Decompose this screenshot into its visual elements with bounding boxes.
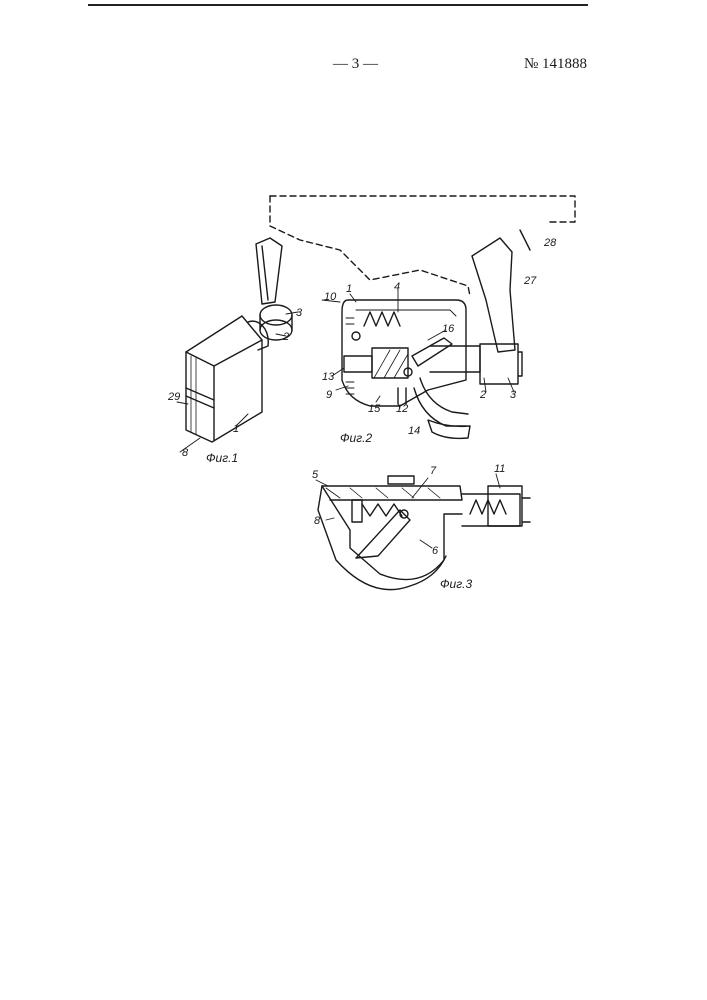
fig2-label-2: 2 <box>479 389 486 401</box>
fig3-label-6: 6 <box>432 545 439 557</box>
fig1-caption: Фиг.1 <box>206 451 238 465</box>
fig2-label-13: 13 <box>322 371 335 383</box>
fig2-label-14: 14 <box>408 425 420 437</box>
fig1-label-29: 29 <box>167 391 180 403</box>
fig3-label-5: 5 <box>312 469 319 481</box>
fig2-label-27: 27 <box>523 275 537 287</box>
figure-3-labels: 5 7 11 8 6 Фиг.3 <box>312 463 505 591</box>
fig2-label-4: 4 <box>394 281 400 293</box>
fig1-label-2: 2 <box>282 331 289 343</box>
fig2-label-9: 9 <box>326 389 332 401</box>
fig2-label-3: 3 <box>510 389 517 401</box>
figure-3-drawing <box>316 474 530 590</box>
fig2-label-15: 15 <box>368 403 381 415</box>
fig3-label-7: 7 <box>430 465 437 477</box>
figure-1-drawing <box>177 238 298 452</box>
fig2-label-28: 28 <box>543 237 557 249</box>
figure-1-labels: 3 2 29 8 1 Фиг.1 <box>167 307 303 465</box>
fig2-label-16: 16 <box>442 323 455 335</box>
fig1-label-1: 1 <box>233 423 239 435</box>
fig2-label-10: 10 <box>324 291 337 303</box>
fig1-label-8: 8 <box>182 447 189 459</box>
fig2-label-12: 12 <box>396 403 408 415</box>
fig2-caption: Фиг.2 <box>340 431 372 445</box>
fig2-label-1: 1 <box>346 283 352 295</box>
figure-2-drawing <box>270 196 575 438</box>
fig3-caption: Фиг.3 <box>440 577 472 591</box>
fig1-label-3: 3 <box>296 307 303 319</box>
fig3-label-11: 11 <box>494 463 505 475</box>
fig3-label-8: 8 <box>314 515 321 527</box>
